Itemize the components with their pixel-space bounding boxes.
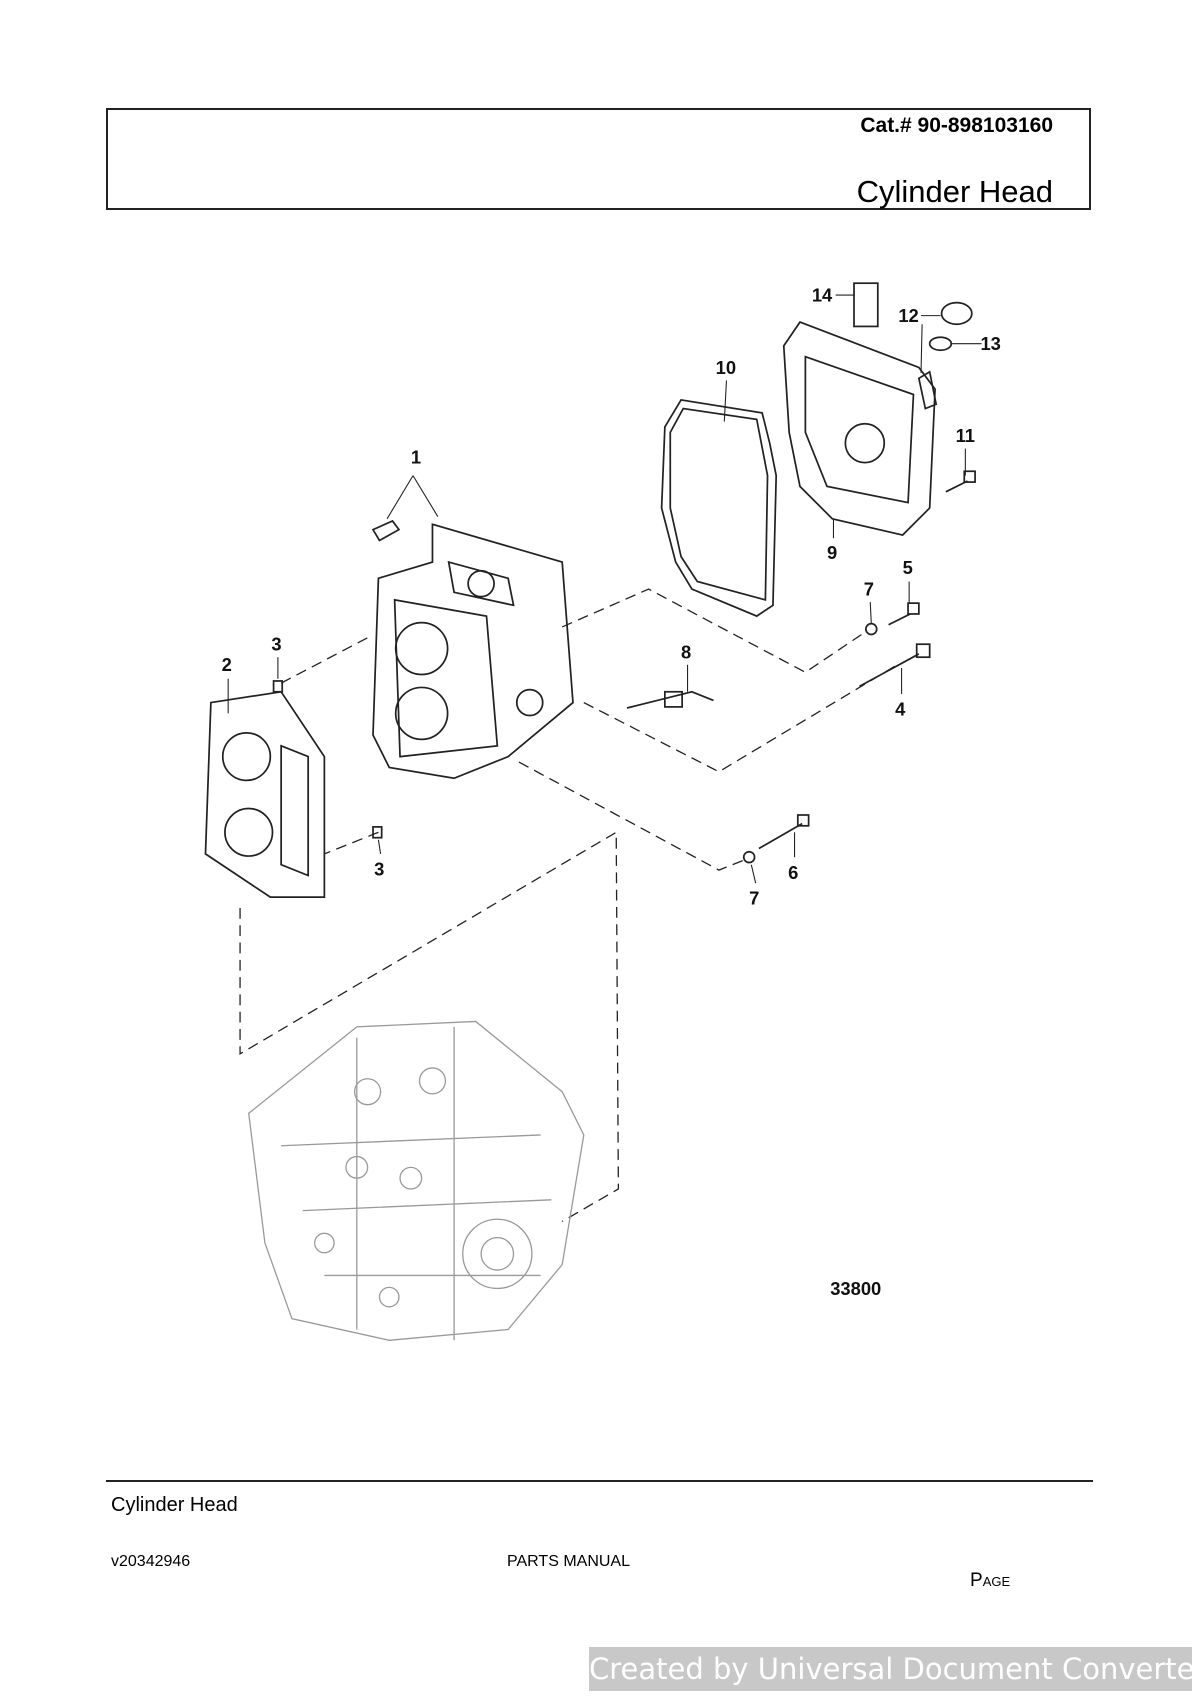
footer-section-title: Cylinder Head — [111, 1494, 238, 1516]
dowel-pin-part — [272, 680, 284, 693]
o-ring-part — [928, 336, 953, 352]
cover-gasket-part — [660, 398, 778, 618]
bolt-parts — [742, 470, 976, 864]
callout-10: 10 — [716, 357, 736, 378]
footer-divider — [106, 1480, 1093, 1482]
callout-7: 7 — [749, 888, 759, 909]
cylinder-head-cover-part — [782, 321, 938, 536]
dashed-leader-lines — [239, 588, 898, 1222]
callout-8: 8 — [681, 641, 691, 662]
callout-13: 13 — [980, 333, 1000, 354]
callout-2: 2 — [222, 654, 232, 675]
callout-12: 12 — [898, 305, 918, 326]
callout-9: 9 — [827, 542, 837, 563]
callout-5: 5 — [903, 557, 913, 578]
version-number: v20342946 — [111, 1553, 191, 1570]
page-label-rest: AGE — [982, 1574, 1011, 1589]
decal-part — [853, 282, 879, 328]
callout-3: 3 — [374, 859, 384, 880]
watermark: Created by Universal Document Converter — [589, 1647, 1200, 1691]
header-box: Cat.# 90-898103160 Cylinder Head — [106, 108, 1091, 210]
catalog-number: Cat.# 90-898103160 — [860, 114, 1053, 137]
oil-cap-part — [940, 301, 973, 326]
callout-labels: 1 2 3 3 4 5 6 7 7 8 9 10 11 12 13 14 338… — [222, 285, 1001, 1299]
page-label-initial: P — [970, 1570, 983, 1591]
callout-7: 7 — [864, 579, 874, 600]
callout-3: 3 — [271, 634, 281, 655]
callout-11: 11 — [956, 425, 975, 446]
cylinder-head-part — [371, 519, 574, 780]
spark-plug-part — [626, 690, 714, 709]
dowel-pin-part — [372, 826, 383, 839]
callout-6: 6 — [788, 862, 798, 883]
engine-block-illustration — [248, 1020, 585, 1341]
figure-number: 33800 — [830, 1278, 881, 1299]
callout-14: 14 — [812, 285, 833, 306]
callout-4: 4 — [895, 699, 906, 720]
manual-name: PARTS MANUAL — [507, 1553, 630, 1570]
page-label: PAGE — [970, 1570, 1010, 1592]
head-gasket-part — [204, 690, 326, 899]
callout-1: 1 — [411, 447, 421, 468]
page-title: Cylinder Head — [856, 174, 1053, 209]
